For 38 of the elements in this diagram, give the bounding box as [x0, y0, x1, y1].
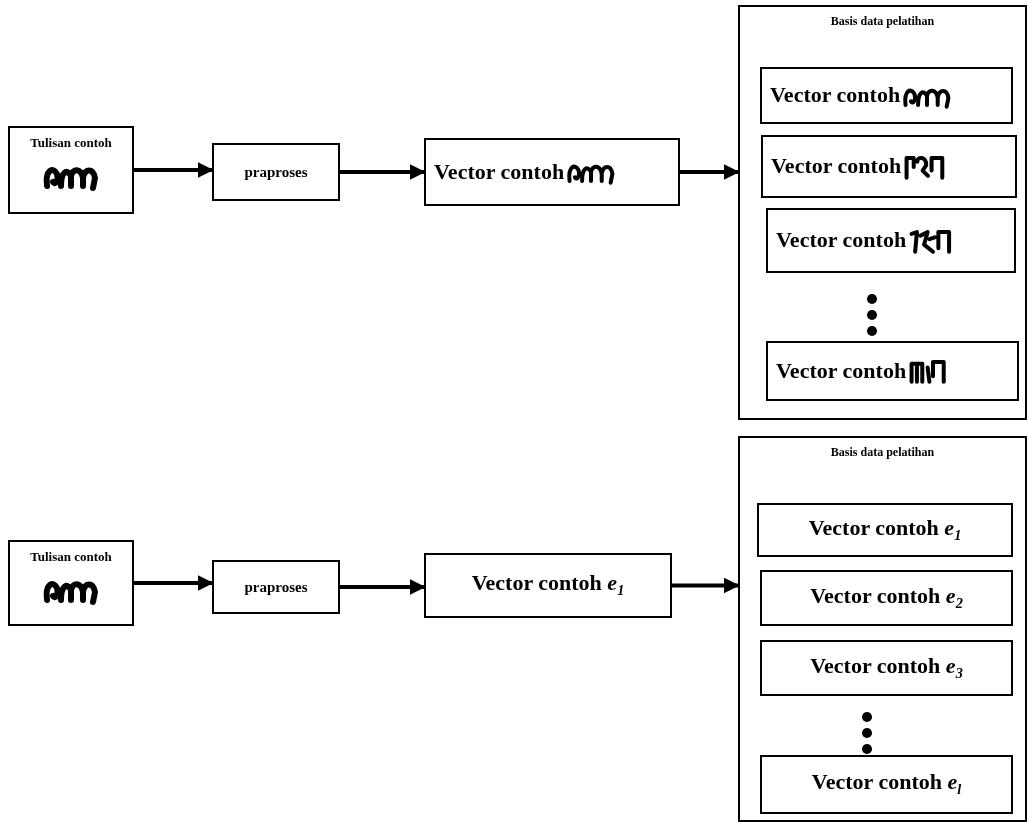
process-box [212, 143, 340, 201]
process-box [760, 640, 1013, 696]
process-box [424, 138, 680, 206]
panel-title: Basis data pelatihan [830, 15, 935, 29]
process-box [760, 67, 1013, 124]
box-label: Vector contoh e$_{3}$ [810, 653, 963, 683]
process-box [760, 570, 1013, 626]
process-box [761, 135, 1017, 198]
process-box [424, 553, 672, 618]
box-label: Vector contoh e$_{l}$ [811, 770, 962, 799]
arrow [340, 164, 426, 180]
box-label: Vector contoh [771, 154, 902, 179]
process-box [212, 560, 340, 614]
arrow [672, 577, 740, 594]
database-panel [738, 436, 1027, 822]
panel-title: Basis data pelatihan [830, 446, 935, 460]
process-box [757, 503, 1013, 557]
box-label: Vector contoh e$_{2}$ [810, 583, 963, 613]
box-label: Vector contoh [776, 228, 907, 253]
process-box [766, 341, 1019, 401]
box-label: praproses [244, 163, 308, 181]
box-label: Tulisan contoh [30, 136, 112, 151]
process-box [766, 208, 1016, 273]
process-box [8, 540, 134, 626]
box-label: Vector contoh [776, 358, 907, 384]
box-label: Tulisan contoh [30, 550, 112, 565]
box-label: Vector contoh [434, 159, 565, 185]
arrow [680, 164, 740, 180]
box-label: Vector contoh e$_{1}$ [808, 515, 962, 545]
box-label: Vector contoh [770, 83, 901, 108]
box-label: praproses [244, 578, 308, 596]
process-box [8, 126, 134, 214]
box-label: Vector contoh e$_{1}$ [471, 571, 625, 600]
database-panel [738, 5, 1027, 420]
arrow [134, 575, 214, 591]
arrow [134, 162, 214, 178]
process-box [760, 755, 1013, 814]
arrow [340, 579, 426, 595]
